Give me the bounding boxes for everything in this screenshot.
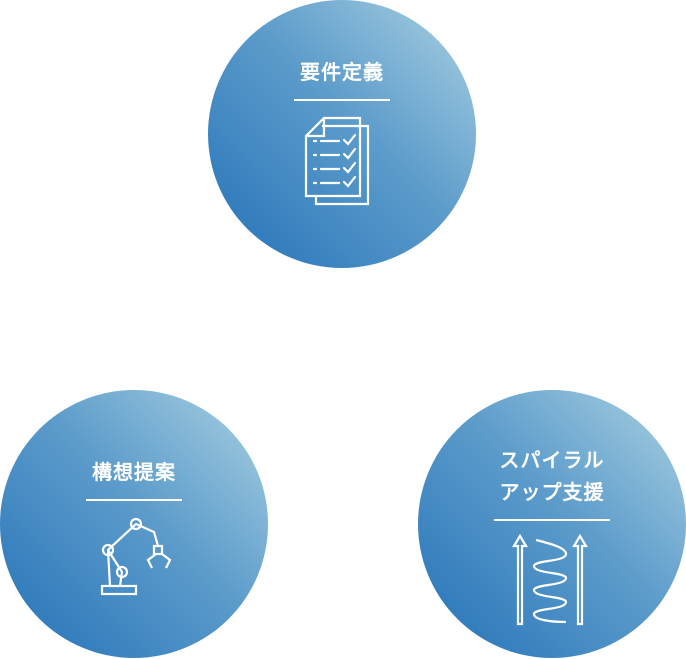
step-title-line1: スパイラル (499, 448, 605, 472)
divider (86, 499, 182, 501)
step-title: 要件定義 (300, 60, 384, 84)
step-requirements: 要件定義 (208, 0, 476, 268)
step-title: 構想提案 (92, 460, 176, 484)
document-checklist-icon (304, 116, 370, 206)
step-proposal: 構想提案 (0, 390, 268, 658)
step-title-line2: アップ支援 (499, 480, 605, 504)
divider (294, 99, 390, 101)
spiral-up-arrows-icon (512, 534, 588, 626)
robot-arm-icon (100, 517, 172, 596)
step-spiral-up: スパイラル アップ支援 (418, 390, 686, 658)
divider (494, 519, 610, 521)
